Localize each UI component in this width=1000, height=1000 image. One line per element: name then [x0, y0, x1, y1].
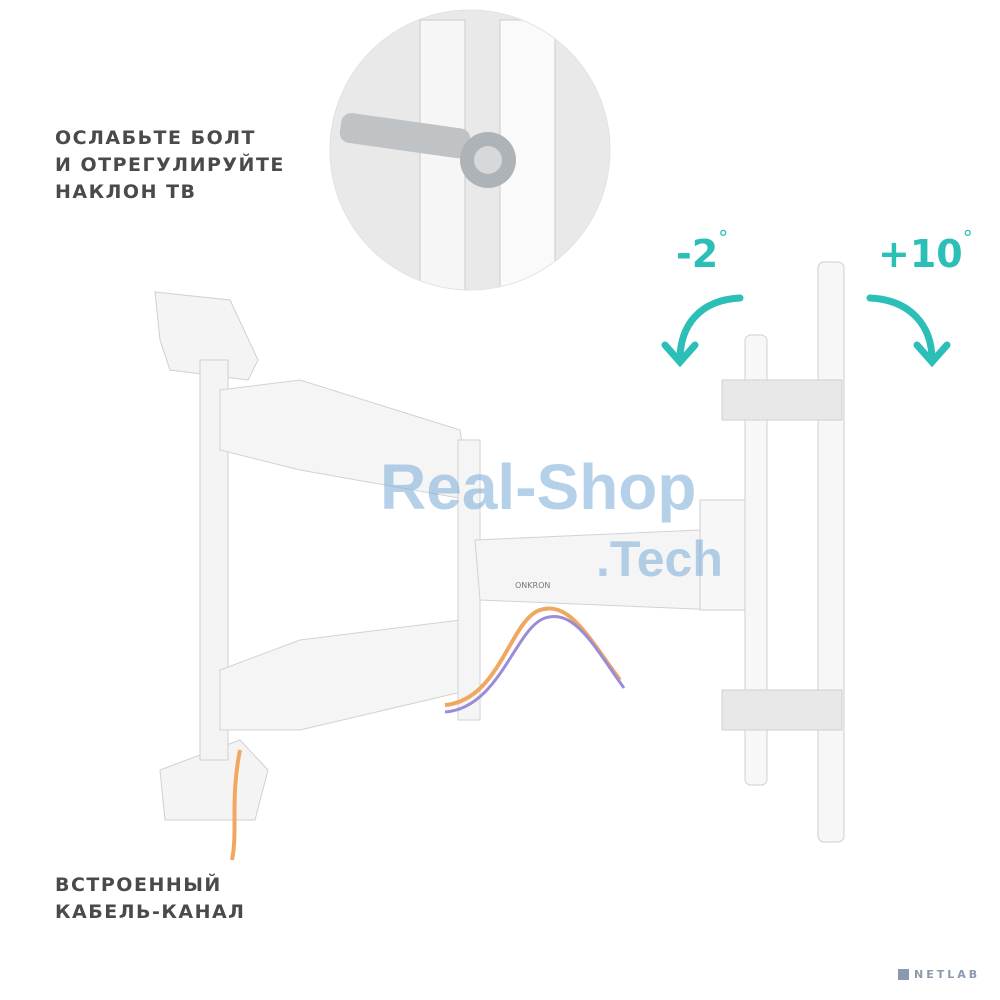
cable: [230, 749, 242, 861]
tilt-minus-label: -2°: [676, 226, 729, 276]
caption-line: КАБЕЛЬ-КАНАЛ: [55, 901, 246, 923]
brand-on-arm: ONKRON: [515, 581, 550, 590]
tilt-arrow-left-icon: [661, 294, 744, 368]
inset-wrench-photo: [330, 10, 610, 290]
wall-plate: [154, 291, 269, 821]
tv-bracket: [699, 261, 845, 843]
caption-line: ВСТРОЕННЫЙ: [55, 874, 222, 896]
caption-line: И ОТРЕГУЛИРУЙТЕ: [55, 154, 285, 176]
watermark: Real-Shop: [380, 451, 697, 523]
logo-square-icon: [898, 969, 909, 980]
logo-text: NETLAB: [914, 968, 981, 981]
caption-tilt-adjust: ОСЛАБЬТЕ БОЛТ И ОТРЕГУЛИРУЙТЕ НАКЛОН ТВ: [55, 125, 285, 206]
swing-arms: [219, 379, 721, 731]
tilt-plus-label: +10°: [878, 226, 973, 276]
caption-line: ОСЛАБЬТЕ БОЛТ: [55, 127, 256, 149]
netlab-logo: NETLAB: [898, 968, 980, 981]
cable: [444, 615, 626, 714]
tilt-arrow-right-icon: [866, 294, 951, 368]
caption-cable-channel: ВСТРОЕННЫЙ КАБЕЛЬ-КАНАЛ: [55, 872, 245, 926]
caption-line: НАКЛОН ТВ: [55, 181, 197, 203]
watermark-suffix: .Tech: [596, 531, 723, 587]
